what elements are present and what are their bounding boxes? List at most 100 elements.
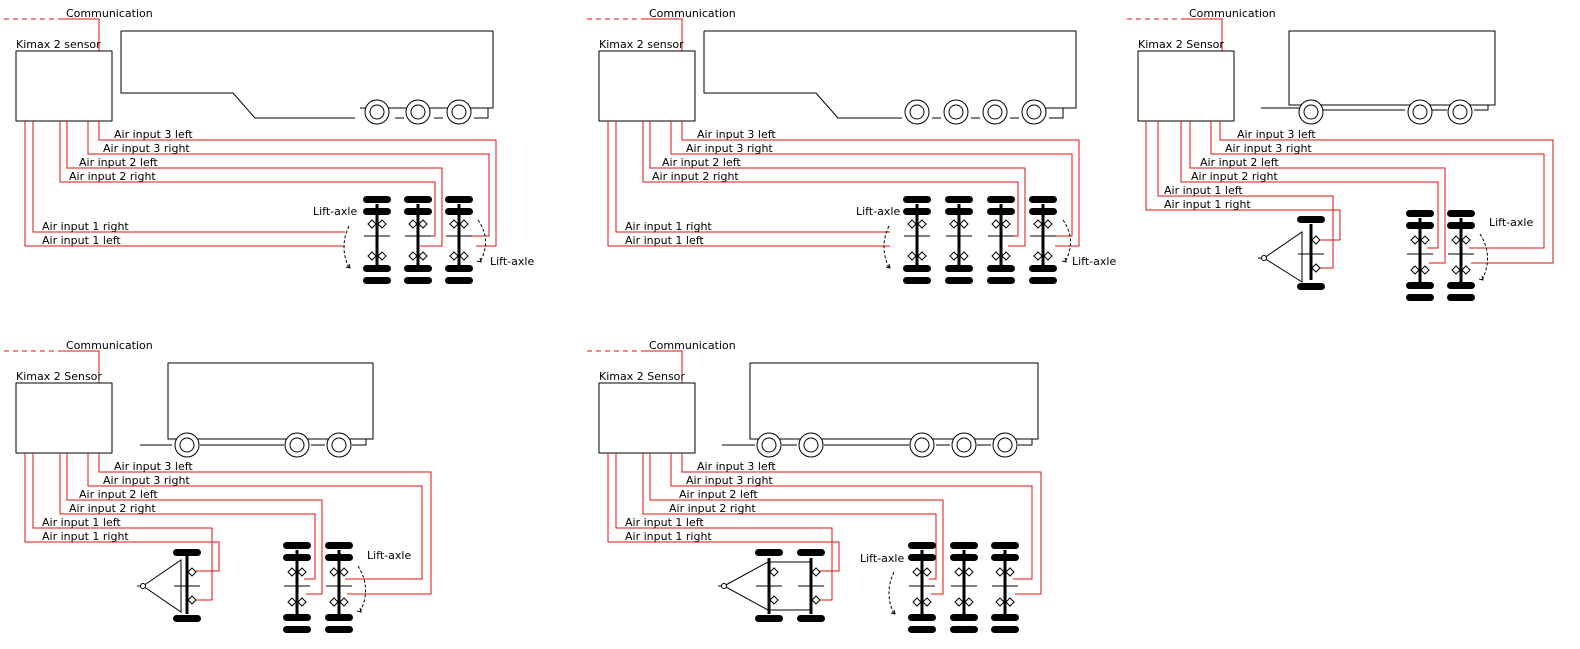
lift-axle-label: Lift-axle (367, 549, 411, 562)
communication-label: Communication (649, 7, 736, 20)
sensor-label: Kimax 2 sensor (16, 38, 101, 51)
air-line (24, 121, 345, 247)
communication-link: Communication (587, 7, 736, 51)
communication-label: Communication (66, 339, 153, 352)
lift-arrow-icon (343, 225, 351, 269)
axle (1406, 210, 1434, 301)
lift-axle-label: Lift-axle (1072, 255, 1116, 268)
trailer-body-icon (1261, 30, 1496, 111)
sensor-label: Kimax 2 sensor (599, 38, 684, 51)
wheel-icon (943, 99, 969, 125)
wheel-icon (798, 432, 824, 458)
air-line (59, 453, 316, 580)
axle (950, 542, 978, 633)
air-line (681, 121, 1080, 247)
wheel-icon (992, 432, 1018, 458)
air-input-label: Air input 2 left (679, 488, 758, 501)
sensor-label: Kimax 2 Sensor (1138, 38, 1224, 51)
air-line (24, 453, 220, 572)
axle (283, 542, 311, 633)
axle (363, 196, 391, 284)
wheel-icon (446, 99, 472, 125)
air-input-label: Air input 3 right (103, 142, 190, 155)
diagram-drawbar-3-axle-b: Communication Kimax 2 Sensor Air input 3… (4, 339, 432, 633)
air-line (87, 453, 423, 580)
wheel-icon (951, 432, 977, 458)
air-line (649, 121, 1026, 247)
air-input-label: Air input 2 right (652, 170, 739, 183)
air-line (1145, 121, 1341, 241)
communication-link: Communication (1127, 7, 1276, 51)
diagram-drawbar-5-axle: Communication Kimax 2 Sensor Air input 3… (587, 339, 1042, 633)
air-line (670, 121, 1073, 237)
wheel-icon (756, 432, 782, 458)
air-line (607, 453, 840, 572)
air-input-label: Air input 1 left (42, 234, 121, 247)
lift-arrow-icon (1061, 219, 1071, 263)
air-line (1157, 121, 1334, 269)
air-input-label: Air input 1 left (1164, 184, 1243, 197)
wheel-icon (904, 99, 930, 125)
wheel-icon (405, 99, 431, 125)
air-line (681, 453, 1042, 595)
wheel-icon (1447, 99, 1473, 125)
lift-axle-label: Lift-axle (1489, 216, 1533, 229)
axle (908, 542, 936, 633)
air-line (98, 453, 432, 595)
air-line (1180, 121, 1439, 249)
axle (945, 196, 973, 284)
axle (1297, 216, 1325, 290)
lift-axle-label: Lift-axle (860, 552, 904, 565)
trailer-body-icon (140, 362, 374, 446)
wheel-icon (1298, 99, 1324, 125)
air-input-label: Air input 3 left (114, 128, 193, 141)
lift-arrow-icon (356, 565, 366, 613)
axle (1029, 196, 1057, 284)
air-line (1210, 121, 1545, 249)
air-input-label: Air input 2 left (79, 488, 158, 501)
air-line (66, 121, 443, 247)
air-input-label: Air input 1 right (42, 220, 129, 233)
air-input-label: Air input 2 right (69, 502, 156, 515)
axle (445, 196, 473, 284)
lift-axle-label: Lift-axle (490, 255, 534, 268)
air-line (1219, 121, 1554, 264)
air-input-label: Air input 3 right (686, 474, 773, 487)
air-input-label: Air input 3 right (686, 142, 773, 155)
air-input-label: Air input 2 left (1200, 156, 1279, 169)
air-input-label: Air input 3 right (103, 474, 190, 487)
diagram-drawbar-3-axle: Communication Kimax 2 Sensor Air input 3… (1127, 7, 1554, 301)
wheel-icon (174, 432, 200, 458)
axle (797, 549, 825, 622)
communication-link: Communication (4, 339, 153, 383)
communication-link: Communication (587, 339, 736, 383)
axle (755, 549, 783, 622)
air-input-label: Air input 1 left (42, 516, 121, 529)
axle (173, 549, 201, 622)
air-line (66, 453, 323, 595)
trailer-body-icon (722, 362, 1039, 446)
air-line (615, 453, 833, 601)
air-input-label: Air input 1 right (625, 530, 712, 543)
lift-arrow-icon (1478, 233, 1488, 281)
air-input-label: Air input 2 right (69, 170, 156, 183)
communication-label: Communication (66, 7, 153, 20)
air-line (607, 121, 890, 247)
communication-label: Communication (1189, 7, 1276, 20)
air-line (98, 121, 497, 247)
wheel-icon (982, 99, 1008, 125)
air-input-label: Air input 1 right (42, 530, 129, 543)
sensor-box (15, 382, 113, 454)
air-line (32, 453, 213, 601)
axle (987, 196, 1015, 284)
air-input-label: Air input 1 right (1164, 198, 1251, 211)
wheel-icon (1407, 99, 1433, 125)
wheel-icon (284, 432, 310, 458)
lift-axle-label: Lift-axle (313, 205, 357, 218)
air-line (1189, 121, 1446, 264)
air-input-label: Air input 2 right (1191, 170, 1278, 183)
axle (325, 542, 353, 633)
air-line (87, 121, 490, 237)
axle (1447, 210, 1475, 301)
